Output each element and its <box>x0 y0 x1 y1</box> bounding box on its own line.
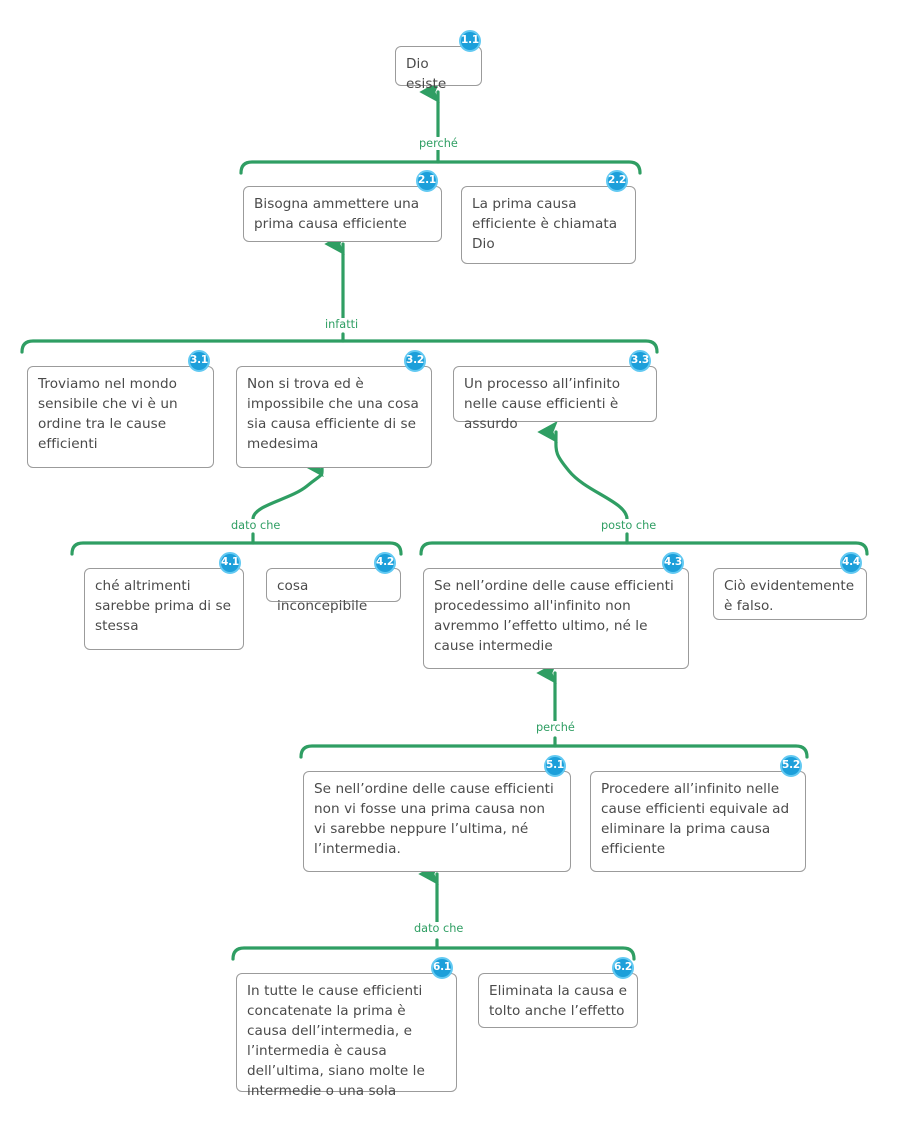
claim-badge-6-2[interactable]: 6.2 <box>612 957 634 979</box>
relation-label-perche-2: perché <box>533 721 578 734</box>
claim-box-5-2[interactable]: Procedere all’infinito nelle cause effic… <box>590 771 806 872</box>
claim-box-4-4[interactable]: Ciò evidentemente è falso. <box>713 568 867 620</box>
claim-box-6-1[interactable]: In tutte le cause efficienti concatenate… <box>236 973 457 1099</box>
claim-text: In tutte le cause efficienti concatenate… <box>247 983 425 1099</box>
claim-badge-5-1[interactable]: 5.1 <box>544 755 566 777</box>
claim-badge-6-1[interactable]: 6.1 <box>431 957 453 979</box>
curve-r3 <box>251 454 324 521</box>
claim-text: Se nell’ordine delle cause efficienti pr… <box>434 578 674 654</box>
claim-badge-5-2[interactable]: 5.2 <box>780 755 802 777</box>
claim-box-1-1[interactable]: Dio esiste <box>395 46 482 92</box>
claim-badge-2-2[interactable]: 2.2 <box>606 170 628 192</box>
bracket-r2 <box>20 339 659 354</box>
claim-badge-2-1[interactable]: 2.1 <box>416 170 438 192</box>
claim-badge-4-3[interactable]: 4.3 <box>662 552 684 574</box>
bracket-r1 <box>239 160 642 175</box>
claim-text: Procedere all’infinito nelle cause effic… <box>601 781 790 857</box>
bracket-r3 <box>70 541 403 556</box>
claim-badge-3-2[interactable]: 3.2 <box>404 350 426 372</box>
claim-box-2-2[interactable]: La prima causa efficiente è chiamata Dio <box>461 186 636 264</box>
relation-label-infatti: infatti <box>322 318 362 331</box>
claim-box-5-1[interactable]: Se nell’ordine delle cause efficienti no… <box>303 771 571 872</box>
relation-label-perche-1: perché <box>416 137 461 150</box>
claim-text: Troviamo nel mondo sensibile che vi è un… <box>38 376 178 452</box>
claim-text: Se nell’ordine delle cause efficienti no… <box>314 781 554 857</box>
bracket-r4 <box>419 541 869 556</box>
claim-badge-3-3[interactable]: 3.3 <box>629 350 651 372</box>
relation-label-posto-che: posto che <box>598 519 660 532</box>
claim-badge-3-1[interactable]: 3.1 <box>188 350 210 372</box>
claim-box-4-1[interactable]: ché altrimenti sarebbe prima di se stess… <box>84 568 244 650</box>
claim-text: Eliminata la causa e tolto anche l’effet… <box>489 983 628 1019</box>
claim-badge-4-4[interactable]: 4.4 <box>840 552 862 574</box>
bracket-r6 <box>231 946 636 961</box>
relation-label-dato-che-1: dato che <box>228 519 284 532</box>
claim-text: Bisogna ammettere una prima causa effici… <box>254 196 420 232</box>
claim-text: cosa inconcepibile <box>277 578 368 614</box>
claim-badge-4-2[interactable]: 4.2 <box>374 552 396 574</box>
claim-box-3-2[interactable]: Non si trova ed è impossibile che una co… <box>236 366 432 468</box>
claim-box-3-1[interactable]: Troviamo nel mondo sensibile che vi è un… <box>27 366 214 468</box>
curve-r4 <box>537 420 629 521</box>
claim-text: Non si trova ed è impossibile che una co… <box>247 376 419 452</box>
claim-box-2-1[interactable]: Bisogna ammettere una prima causa effici… <box>243 186 442 242</box>
claim-box-3-3[interactable]: Un processo all’infinito nelle cause eff… <box>453 366 657 432</box>
claim-text: Ciò evidentemente è falso. <box>724 578 855 614</box>
claim-text: Dio esiste <box>406 56 447 92</box>
claim-badge-1-1[interactable]: 1.1 <box>459 30 481 52</box>
claim-box-4-2[interactable]: cosa inconcepibile <box>266 568 401 614</box>
claim-box-6-2[interactable]: Eliminata la causa e tolto anche l’effet… <box>478 973 638 1028</box>
claim-badge-4-1[interactable]: 4.1 <box>219 552 241 574</box>
relation-label-dato-che-2: dato che <box>411 922 467 935</box>
claim-text: La prima causa efficiente è chiamata Dio <box>472 196 618 252</box>
claim-text: Un processo all’infinito nelle cause eff… <box>464 376 621 432</box>
claim-text: ché altrimenti sarebbe prima di se stess… <box>95 578 232 634</box>
claim-box-4-3[interactable]: Se nell’ordine delle cause efficienti pr… <box>423 568 689 669</box>
